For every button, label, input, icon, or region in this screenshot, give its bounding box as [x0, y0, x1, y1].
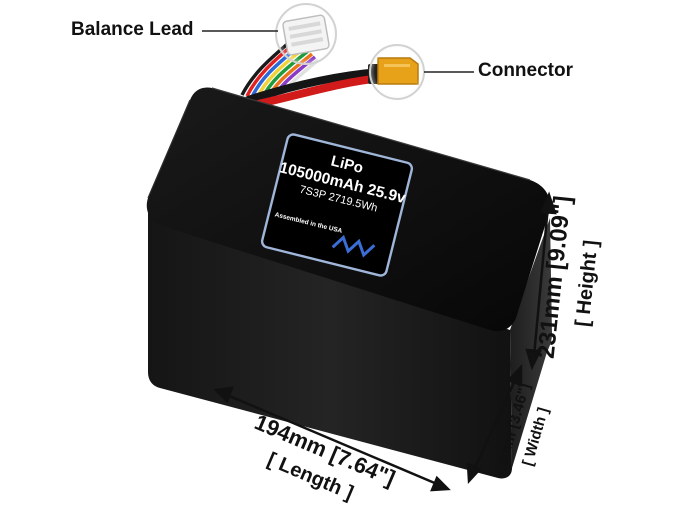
balance-lead-plug [275, 3, 337, 65]
brand-logo [331, 234, 376, 258]
width-arrow [472, 377, 518, 471]
connector-callout: Connector [478, 60, 573, 81]
length-arrowhead-right [430, 475, 451, 492]
height-arrowhead-top [540, 191, 557, 215]
width-arrowhead-bottom [466, 462, 483, 485]
length-arrowhead-left [213, 386, 234, 404]
label-frame [260, 133, 414, 277]
dimension-arrows [213, 191, 557, 492]
length-arrow [226, 393, 438, 486]
height-arrowhead-bottom [525, 348, 542, 371]
height-caption: [ Height ] [572, 239, 603, 327]
product-label: LiPo 105000mAh 25.9v 7S3P 2719.5Wh Assem… [260, 133, 414, 277]
width-arrowhead-top [506, 363, 523, 387]
battery-pack [146, 87, 552, 479]
xt-connector [368, 44, 425, 100]
balance-lead-callout: Balance Lead [71, 19, 194, 40]
height-arrow [532, 205, 550, 357]
